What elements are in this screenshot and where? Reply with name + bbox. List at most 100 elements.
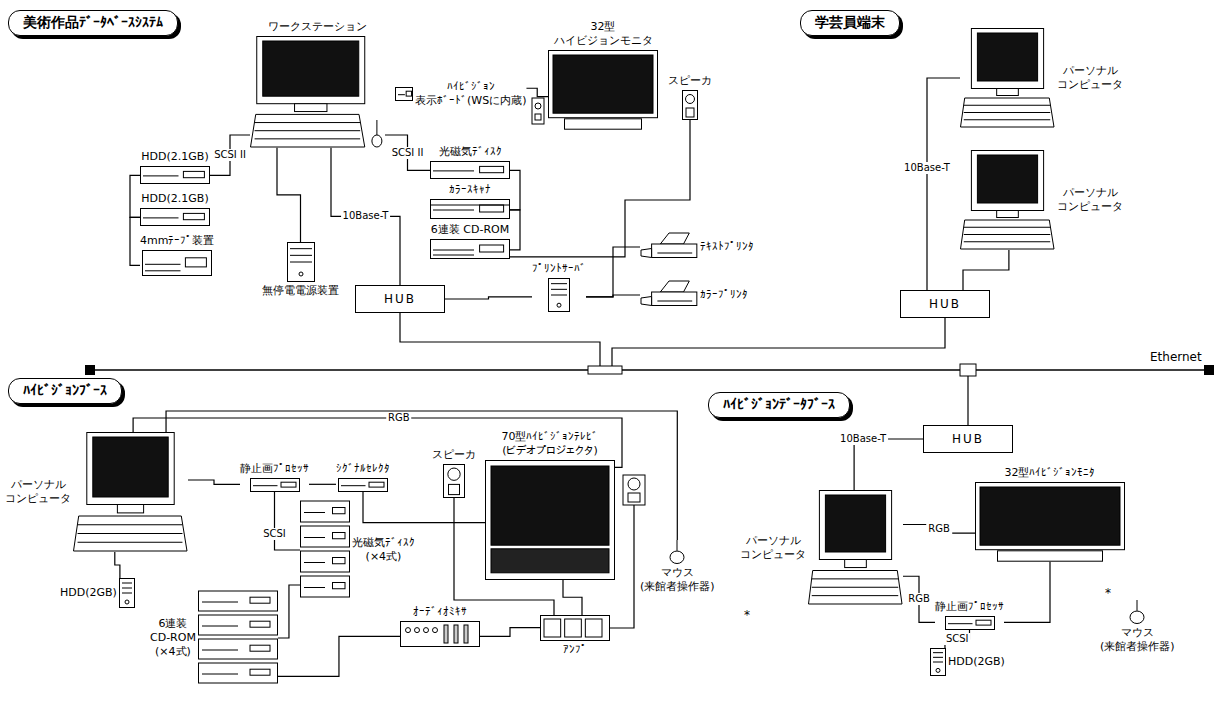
icon-stroke	[202, 674, 238, 675]
device-picture	[300, 500, 350, 600]
icon-stroke	[931, 649, 946, 676]
hard-disk: HDD(2.1GB)	[140, 192, 210, 226]
device-icon	[541, 616, 610, 641]
device-picture	[142, 250, 212, 276]
icon-stroke	[141, 208, 210, 225]
icon-stroke	[122, 583, 132, 584]
icon-stroke	[997, 89, 1019, 96]
device-label: 32型 ハイビジョンモニタ	[554, 20, 653, 48]
device-label: マウス (来館者操作器)	[1100, 626, 1175, 654]
device-picture	[640, 232, 698, 262]
speaker-box	[623, 475, 645, 505]
speaker-port	[628, 493, 640, 502]
device-icon	[250, 478, 299, 491]
device-icon	[1130, 600, 1144, 624]
device-label: 静止画ﾌﾟﾛｾｯｻ	[240, 462, 309, 476]
icon-stroke	[480, 166, 504, 172]
icon-stroke	[287, 243, 314, 282]
continuation-mark: *	[1105, 586, 1111, 600]
device-picture	[682, 90, 698, 120]
icon-stroke	[433, 254, 474, 255]
icon-stroke	[551, 294, 567, 295]
cable-connector	[480, 628, 540, 637]
signal-selector: ｼｸﾞﾅﾙｾﾚｸﾀ	[336, 462, 390, 492]
icon-stroke	[295, 103, 327, 111]
section-title: ﾊｲﾋﾞｼﾞｮﾝﾃﾞｰﾀﾌﾞｰｽ	[708, 392, 850, 418]
section-title-text: 学芸員端末	[815, 14, 885, 32]
cable-connector	[210, 135, 250, 175]
device-icon	[809, 491, 903, 605]
device-label: スピーカ	[432, 448, 476, 462]
icon-stroke	[250, 621, 270, 627]
device-label: 静止画ﾌﾟﾛｾｯｻ	[935, 600, 1004, 614]
cable-label: RGB	[906, 593, 932, 605]
cable-connector	[526, 88, 548, 96]
icon-stroke	[198, 615, 277, 635]
cable-connector	[586, 247, 640, 297]
icon-stroke	[652, 244, 697, 258]
device-picture	[443, 464, 465, 498]
icon-stroke	[433, 249, 474, 250]
section-title-text: 美術作品ﾃﾞｰﾀﾍﾞｰｽｼｽﾃﾑ	[23, 14, 163, 32]
device-picture	[140, 208, 210, 226]
cable-connector	[130, 217, 140, 265]
icon-stroke	[301, 576, 350, 597]
icon-stroke	[125, 600, 129, 604]
device-label: ｵｰﾃﾞｨｵﾐｷｻ	[413, 605, 467, 619]
cable-connector	[510, 210, 520, 250]
icon-stroke	[657, 253, 692, 254]
icon-stroke	[933, 662, 943, 663]
device-label: 6連装 CD-ROM	[431, 223, 509, 237]
terminator	[85, 365, 95, 375]
device-label: ｶﾗｰｽｷｬﾅ	[449, 183, 491, 197]
device-label: ﾃｷｽﾄﾌﾟﾘﾝﾀ	[700, 240, 754, 254]
section-title-text: ﾊｲﾋﾞｼﾞｮﾝﾃﾞｰﾀﾌﾞｰｽ	[723, 396, 835, 414]
icon-stroke	[936, 668, 940, 672]
device-picture	[250, 36, 385, 148]
device-label: 4mmﾃｰﾌﾟ装置	[140, 234, 214, 248]
device-icon	[431, 161, 510, 178]
cable-connector	[278, 585, 300, 638]
still-image-processor: 静止画ﾌﾟﾛｾｯｻ	[240, 462, 309, 492]
cable-connector	[510, 120, 690, 257]
speaker-port	[535, 114, 541, 120]
icon-stroke	[1130, 611, 1144, 623]
icon-stroke	[964, 119, 1050, 120]
device-icon	[641, 281, 697, 306]
ethernet-backbone	[92, 369, 1208, 371]
icon-stroke	[641, 297, 652, 306]
device-icon	[683, 90, 698, 119]
icon-stroke	[281, 482, 296, 487]
drop-cable	[612, 318, 945, 366]
device-label: HDD(2GB)	[948, 655, 1005, 669]
icon-stroke	[933, 657, 943, 658]
device-picture	[540, 615, 610, 641]
cable-connector	[309, 484, 336, 485]
icon-stroke	[119, 579, 134, 608]
icon-stroke	[464, 625, 468, 643]
device-icon	[251, 36, 382, 147]
device-picture	[119, 578, 135, 608]
icon-stroke	[198, 639, 277, 659]
device-icon	[301, 501, 350, 597]
icon-stroke	[431, 239, 510, 258]
icon-stroke	[971, 151, 1043, 211]
device-icon	[961, 29, 1055, 128]
icon-stroke	[825, 495, 885, 552]
device-icon	[143, 250, 212, 275]
device-picture	[975, 482, 1125, 562]
icon-stroke	[553, 55, 653, 113]
transceiver-tap	[588, 366, 622, 374]
cable-connector	[188, 480, 240, 484]
icon-stroke	[122, 593, 132, 594]
cable-connector	[331, 148, 400, 285]
cable-connector	[963, 250, 1009, 290]
device-label: HUB	[384, 292, 416, 307]
speaker: スピーカ	[668, 74, 712, 120]
icon-stroke	[424, 627, 429, 632]
icon-stroke	[977, 33, 1037, 81]
device-icon	[431, 199, 510, 218]
icon-stroke	[255, 130, 361, 131]
device-picture	[400, 621, 480, 647]
icon-stroke	[976, 620, 991, 625]
